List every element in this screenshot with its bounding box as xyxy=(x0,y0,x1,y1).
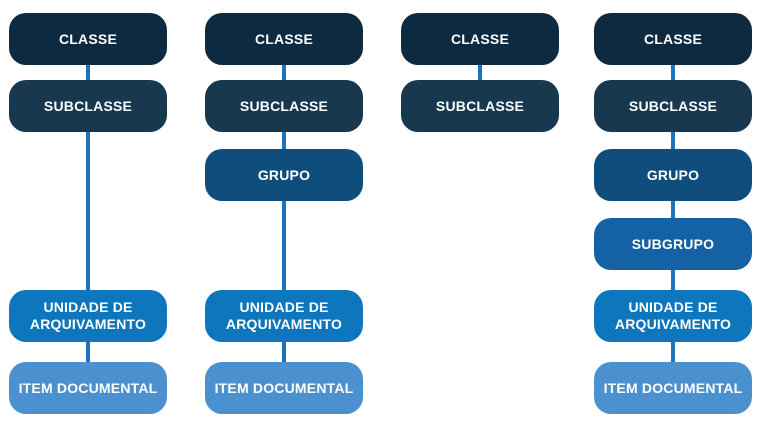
node-label: GRUPO xyxy=(257,166,311,183)
node-label: UNIDADE DE ARQUIVAMENTO xyxy=(225,299,343,332)
connector-line xyxy=(282,39,286,388)
node-label: UNIDADE DE ARQUIVAMENTO xyxy=(614,299,732,332)
node-subgrupo: SUBGRUPO xyxy=(594,218,752,270)
node-classe: CLASSE xyxy=(594,13,752,65)
node-label: SUBGRUPO xyxy=(631,235,715,252)
node-label: CLASSE xyxy=(451,30,509,47)
node-subclasse: SUBCLASSE xyxy=(9,80,167,132)
node-item: ITEM DOCUMENTAL xyxy=(594,362,752,414)
node-subclasse: SUBCLASSE xyxy=(205,80,363,132)
node-label: ITEM DOCUMENTAL xyxy=(214,379,354,396)
node-label: GRUPO xyxy=(646,166,700,183)
node-unidade: UNIDADE DE ARQUIVAMENTO xyxy=(594,290,752,342)
node-classe: CLASSE xyxy=(205,13,363,65)
node-subclasse: SUBCLASSE xyxy=(401,80,559,132)
node-item: ITEM DOCUMENTAL xyxy=(205,362,363,414)
node-item: ITEM DOCUMENTAL xyxy=(9,362,167,414)
node-unidade: UNIDADE DE ARQUIVAMENTO xyxy=(9,290,167,342)
node-grupo: GRUPO xyxy=(594,149,752,201)
node-label: CLASSE xyxy=(255,30,313,47)
connector-line xyxy=(86,39,90,388)
connector-line xyxy=(478,39,482,106)
node-label: CLASSE xyxy=(644,30,702,47)
node-label: ITEM DOCUMENTAL xyxy=(603,379,743,396)
node-classe: CLASSE xyxy=(9,13,167,65)
node-label: CLASSE xyxy=(59,30,117,47)
node-classe: CLASSE xyxy=(401,13,559,65)
node-unidade: UNIDADE DE ARQUIVAMENTO xyxy=(205,290,363,342)
node-label: SUBCLASSE xyxy=(239,97,329,114)
connector-line xyxy=(671,39,675,388)
node-label: SUBCLASSE xyxy=(43,97,133,114)
node-label: ITEM DOCUMENTAL xyxy=(18,379,158,396)
node-label: UNIDADE DE ARQUIVAMENTO xyxy=(29,299,147,332)
node-label: SUBCLASSE xyxy=(435,97,525,114)
node-label: SUBCLASSE xyxy=(628,97,718,114)
node-subclasse: SUBCLASSE xyxy=(594,80,752,132)
node-grupo: GRUPO xyxy=(205,149,363,201)
